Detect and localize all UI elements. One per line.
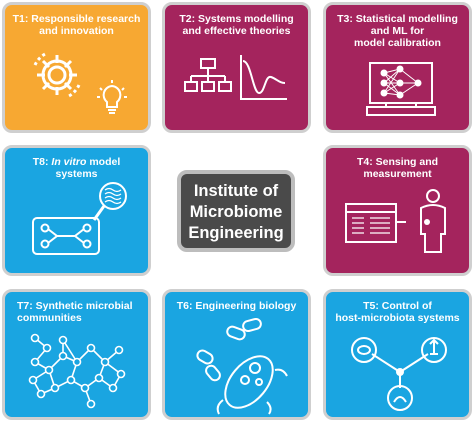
tile-t1-title-line2: and innovation	[39, 25, 114, 37]
magnifier-icon	[92, 182, 127, 221]
tile-t7: T7: Synthetic microbial communities	[2, 289, 151, 420]
bacteria-icon	[196, 318, 288, 415]
tile-t2-title-line1: T2: Systems modelling	[179, 13, 294, 25]
tile-t3-title-line3: model calibration	[354, 37, 441, 49]
gear-icon	[33, 51, 81, 99]
tile-t3-title-line1: T3: Statistical modelling	[337, 13, 458, 25]
tile-t4-title-line1: T4: Sensing and	[356, 156, 439, 168]
host-microbiota-network-icon	[351, 337, 447, 411]
institute-title-line2: Microbiome	[189, 203, 283, 221]
tile-t8-title-line1: T8: In vitro model	[11, 156, 142, 168]
tile-t6: T6: Engineering biology	[162, 289, 311, 420]
tile-t1: T1: Responsible research and innovation	[2, 2, 151, 133]
tile-t3: T3: Statistical modelling and ML for mod…	[323, 2, 472, 133]
institute-title-line3: Engineering	[188, 224, 284, 242]
curve-plot-icon	[240, 55, 287, 100]
institute-title: Institute of Microbiome Engineering	[177, 170, 295, 252]
tile-t7-title-line2: communities	[17, 312, 82, 324]
tile-t8-title-italic: In vitro	[51, 156, 87, 168]
lightbulb-icon	[97, 80, 127, 114]
person-icon	[420, 189, 446, 253]
tile-t6-title-line1: T6: Engineering biology	[176, 300, 297, 312]
tile-t5-title-line2: host-microbiota systems	[335, 312, 460, 324]
tile-t7-title: T7: Synthetic microbial communities	[5, 300, 148, 324]
flowchart-icon	[184, 58, 232, 92]
network-graph-icon	[28, 333, 126, 409]
tile-t3-title: T3: Statistical modelling and ML for mod…	[326, 13, 469, 49]
tile-t3-title-line2: and ML for	[370, 25, 425, 37]
tile-t5-title-line1: T5: Control of	[363, 300, 432, 312]
tile-t4: T4: Sensing and measurement	[323, 145, 472, 276]
institute-title-line1: Institute of	[193, 182, 279, 200]
tile-t8-title-line2: systems	[55, 168, 98, 180]
tile-t6-title: T6: Engineering biology	[165, 300, 308, 312]
computer-neural-network-icon	[366, 62, 436, 116]
tile-t4-title: T4: Sensing and measurement	[326, 156, 469, 180]
tile-t5: T5: Control of host-microbiota systems	[323, 289, 472, 420]
tile-t8-title-prefix: T8:	[32, 156, 52, 168]
tile-t8-title: T8: In vitro model systems	[5, 156, 148, 180]
tile-t2: T2: Systems modelling and effective theo…	[162, 2, 311, 133]
tile-t1-title: T1: Responsible research and innovation	[5, 13, 148, 37]
tile-t5-title: T5: Control of host-microbiota systems	[326, 300, 469, 324]
tile-t7-title-line1: T7: Synthetic microbial	[17, 300, 133, 312]
tile-t2-title-line2: and effective theories	[182, 25, 291, 37]
sensor-window-icon	[345, 203, 406, 243]
tile-t8-title-suffix: model	[86, 156, 121, 168]
tile-t2-title: T2: Systems modelling and effective theo…	[165, 13, 308, 37]
tile-t1-title-line1: T1: Responsible research	[12, 13, 141, 25]
tile-t4-title-line2: measurement	[363, 168, 432, 180]
microfluidic-chip-icon	[32, 217, 100, 255]
tile-t8: T8: In vitro model systems	[2, 145, 151, 276]
